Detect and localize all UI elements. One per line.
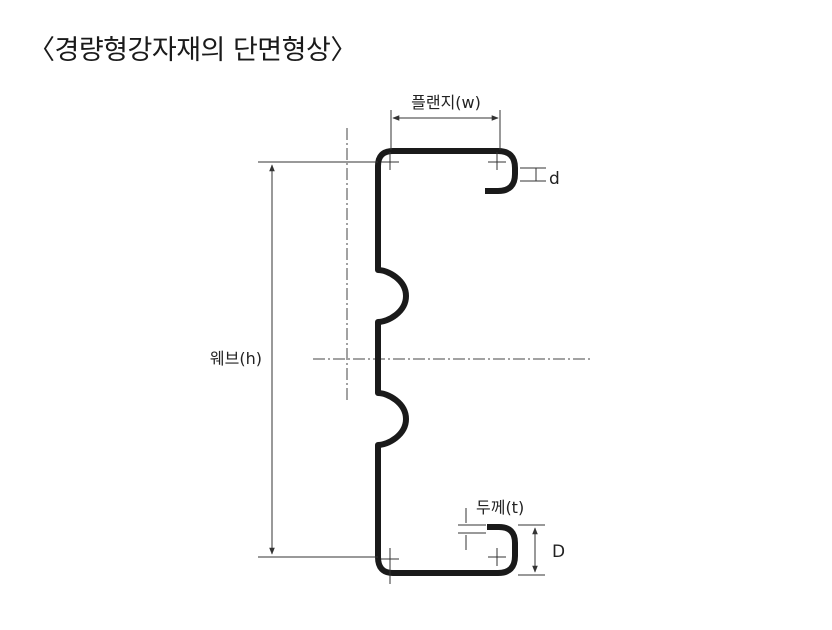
- web-label: 웨브(h): [210, 349, 262, 368]
- flange-label: 플랜지(w): [411, 93, 481, 112]
- lip-small-dimension: [520, 167, 546, 182]
- thickness-label: 두께(t): [476, 498, 524, 517]
- page-title: 〈경량형강자재의 단면형상〉: [28, 35, 357, 66]
- section-profile: [375, 148, 518, 576]
- thickness-dimension: [458, 508, 486, 550]
- flange-dimension: [390, 110, 501, 150]
- lip-large-dimension: [518, 524, 545, 576]
- lip-small-label: d: [549, 169, 560, 189]
- corner-ticks: [381, 152, 506, 584]
- lip-large-label: D: [552, 542, 565, 562]
- web-dimension: [258, 161, 378, 558]
